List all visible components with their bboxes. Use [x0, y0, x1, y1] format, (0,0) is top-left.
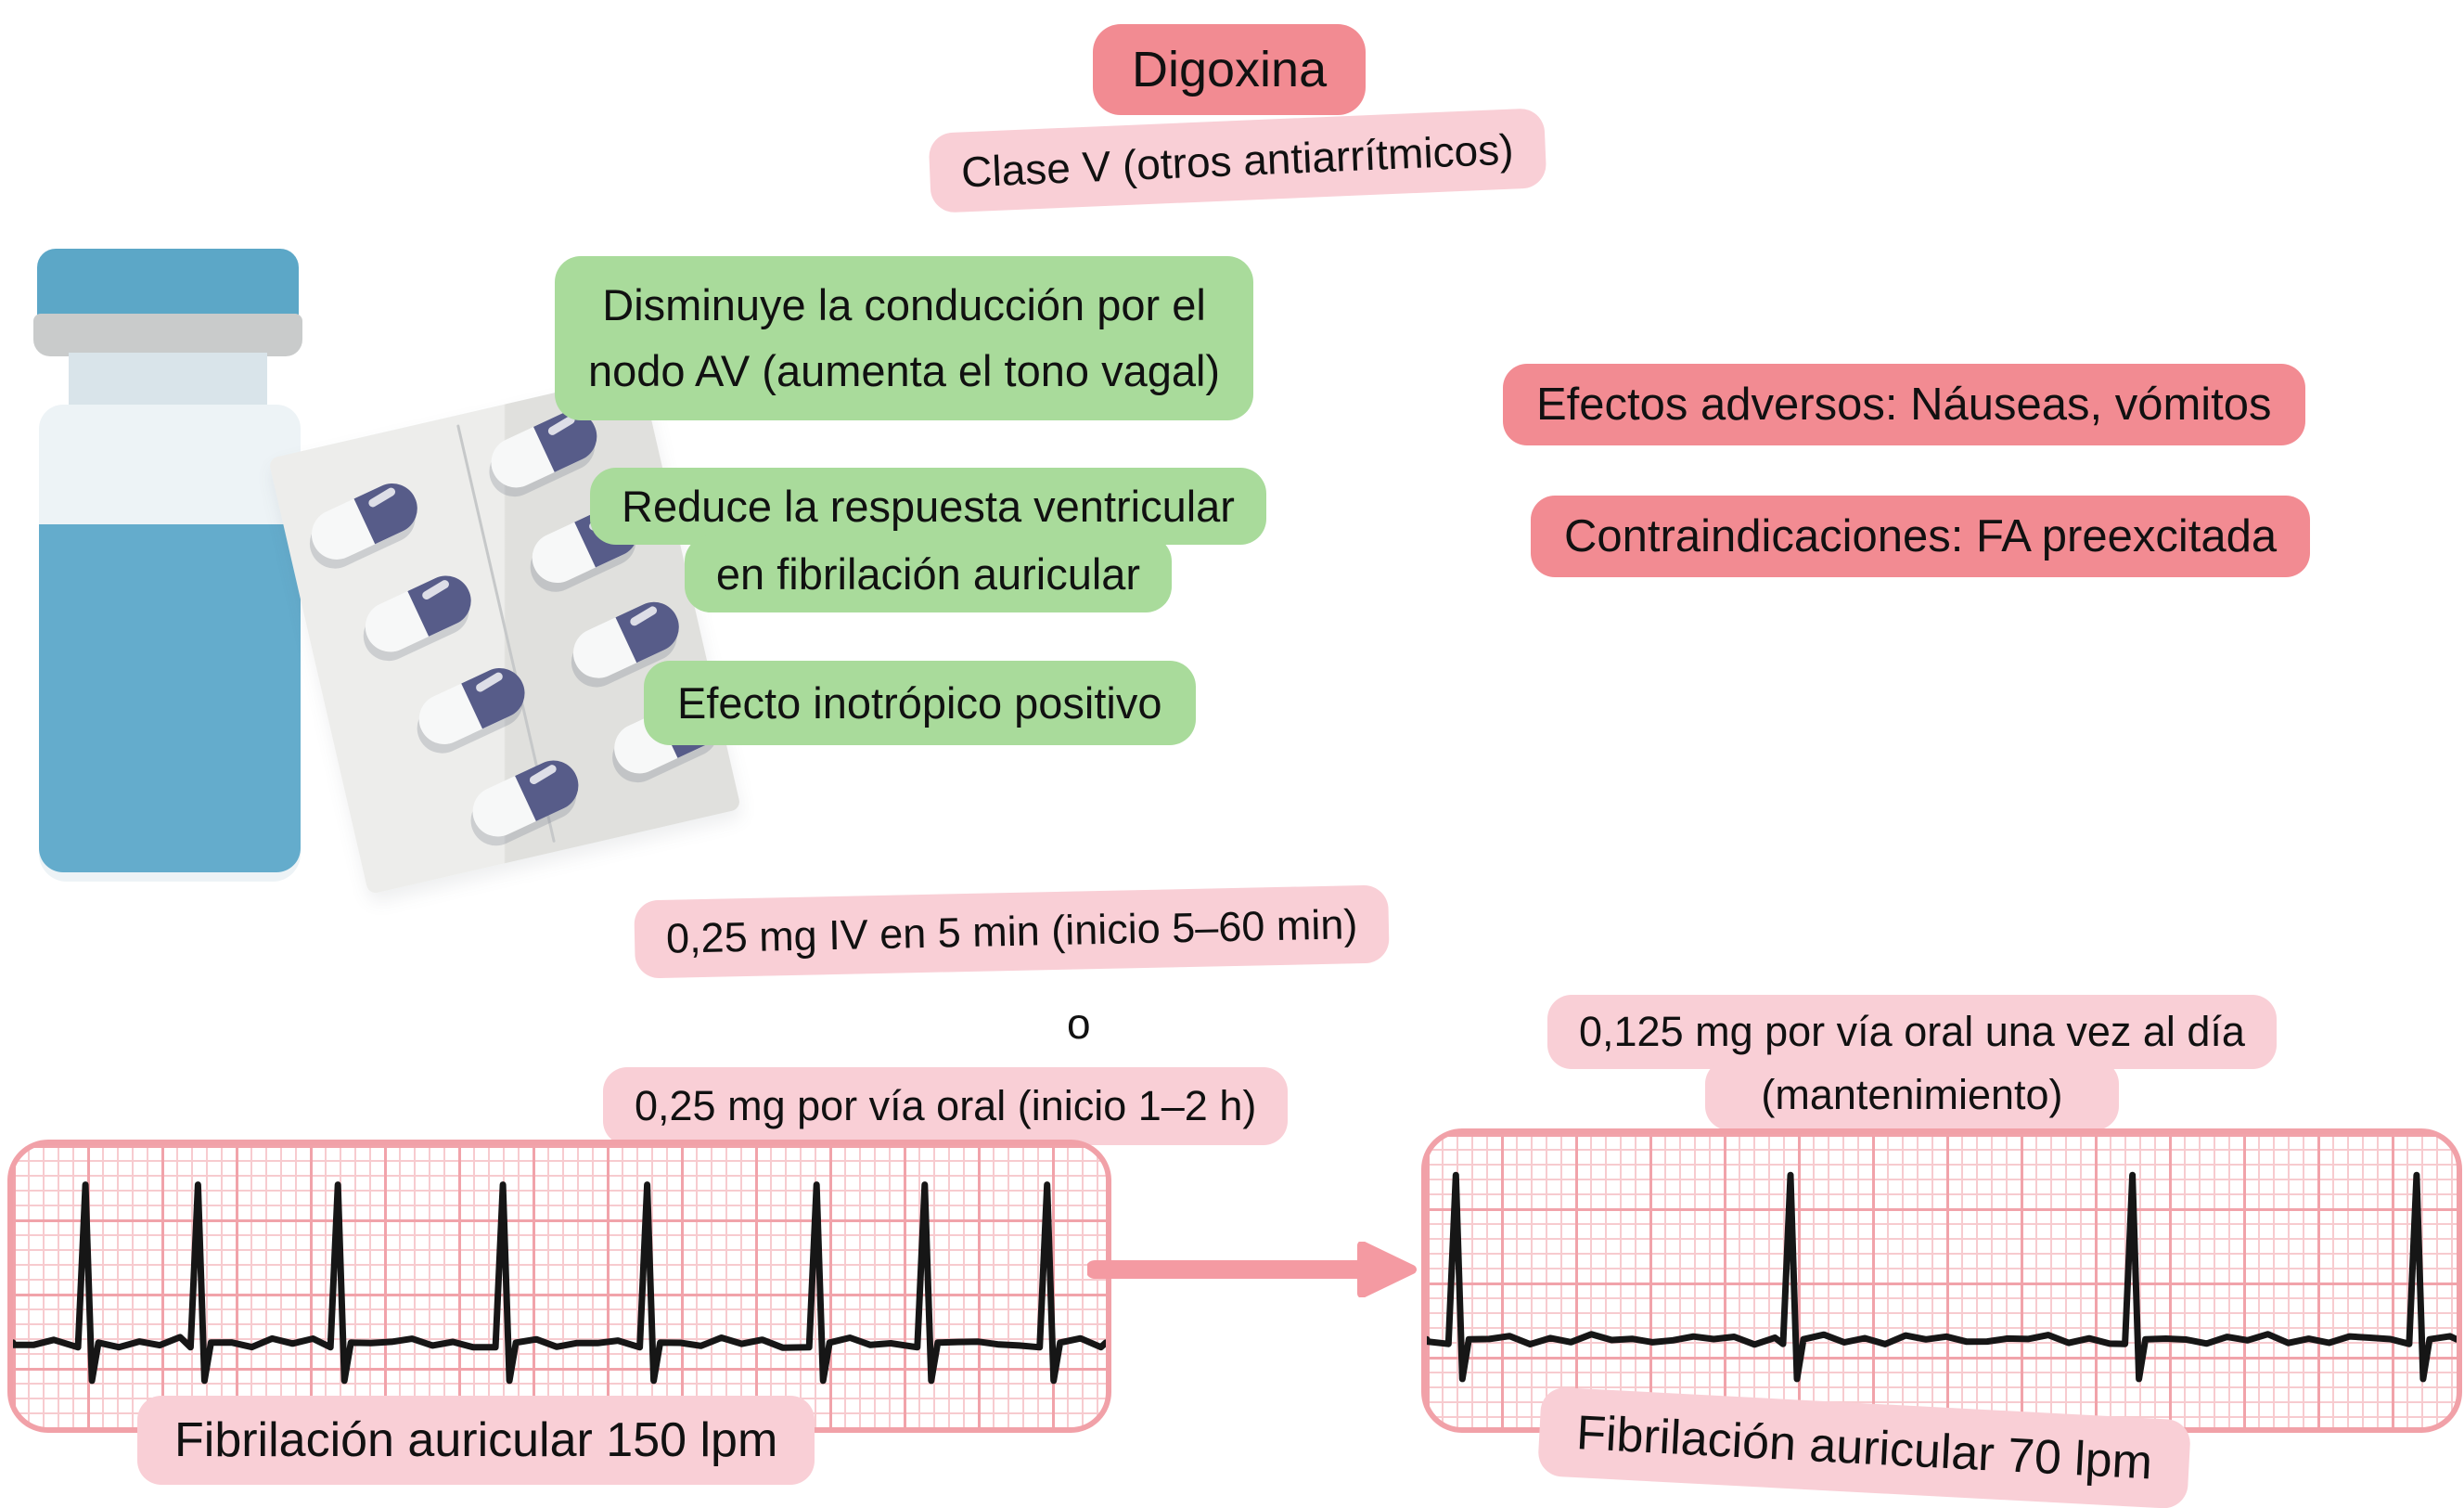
capsule-icon [464, 752, 587, 845]
dose-or-connector: o [1067, 999, 1091, 1048]
mechanism-line: nodo AV (aumenta el tono vagal) [588, 345, 1221, 395]
dose-line: (mantenimiento) [1705, 1060, 2119, 1130]
medication-vial-icon [33, 245, 304, 885]
ecg-strip-before [7, 1140, 1111, 1433]
mechanism-badge-ventricular-response: Reduce la respuesta ventricular en fibri… [590, 468, 1266, 612]
mechanism-badge-av-node: Disminuye la conducción por el nodo AV (… [555, 256, 1254, 420]
mechanism-line: Disminuye la conducción por el [602, 280, 1206, 329]
dose-maintenance-badge: 0,125 mg por vía oral una vez al día (ma… [1547, 995, 2277, 1130]
mechanism-line: en fibrilación auricular [684, 535, 1173, 612]
mechanism-line: Reduce la respuesta ventricular [590, 468, 1266, 545]
drug-class-badge: Clase V (otros antiarrítmicos) [928, 108, 1547, 213]
vial-neck [69, 353, 267, 410]
vial-liquid [39, 524, 301, 872]
adverse-effects-badge: Efectos adversos: Náuseas, vómitos [1503, 364, 2305, 445]
vial-cap [37, 249, 299, 319]
ecg-trace-after [1427, 1171, 2457, 1383]
vial-body [39, 405, 301, 882]
capsule-icon [410, 660, 533, 753]
ecg-label-before: Fibrilación auricular 150 lpm [137, 1396, 815, 1485]
ecg-strip-after [1421, 1128, 2462, 1433]
capsule-icon [303, 475, 426, 568]
vial-metal-band [33, 314, 302, 356]
pill-blister-pack-icon [268, 372, 741, 896]
contraindications-badge: Contraindicaciones: FA preexcitada [1531, 496, 2311, 577]
ecg-trace-before [13, 1181, 1106, 1385]
capsule-icon [356, 567, 480, 661]
drug-title-badge: Digoxina [1093, 24, 1367, 115]
mechanism-badge-inotropic: Efecto inotrópico positivo [644, 661, 1196, 745]
dose-line: 0,125 mg por vía oral una vez al día [1547, 995, 2277, 1069]
dose-iv-badge: 0,25 mg IV en 5 min (inicio 5–60 min) [634, 884, 1391, 979]
treatment-effect-arrow-icon [1087, 1242, 1417, 1297]
dose-oral-badge: 0,25 mg por vía oral (inicio 1–2 h) [603, 1067, 1289, 1145]
